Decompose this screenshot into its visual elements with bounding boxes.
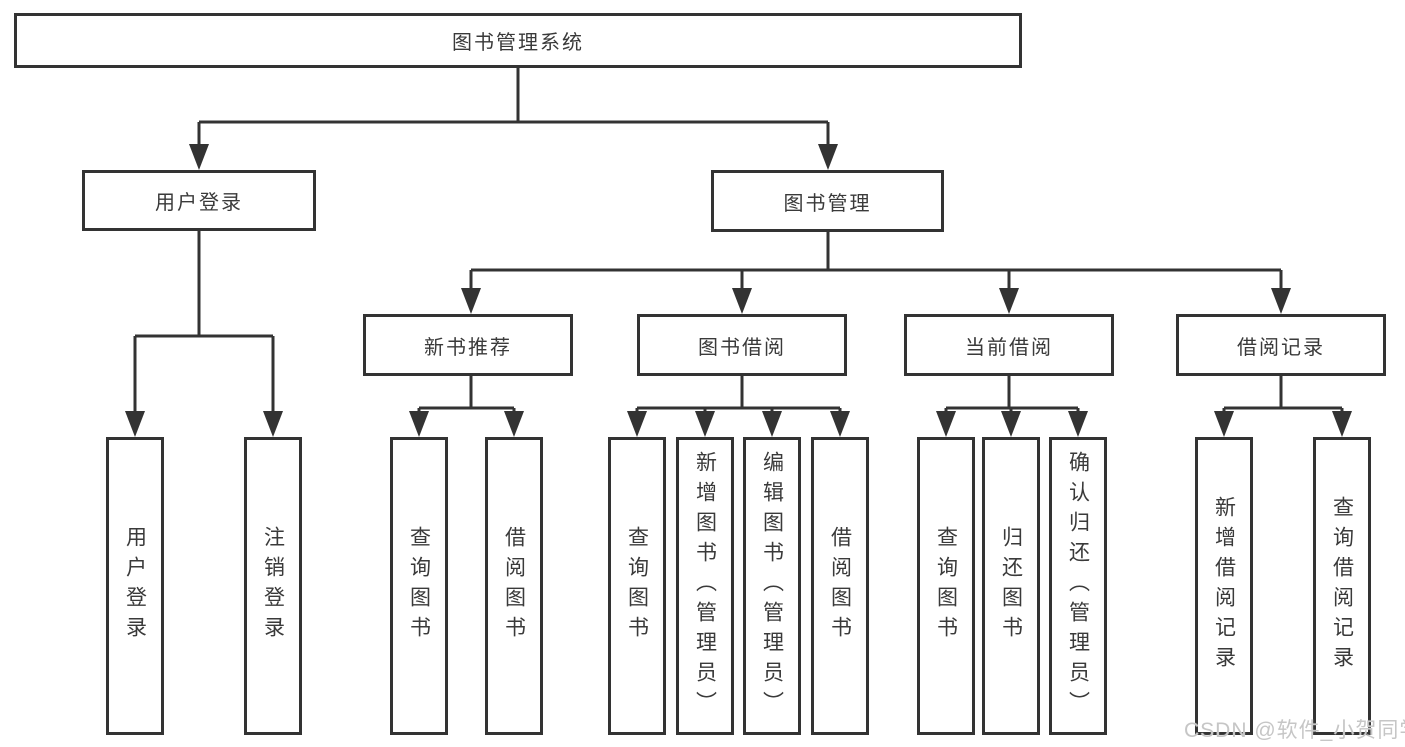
node-label: 借阅图书 [828,526,852,646]
node-new-book-recommend: 新书推荐 [363,314,573,376]
node-label: 图书管理系统 [452,32,584,54]
node-leaf-confirm-return-admin: 确认归还（管理员） [1049,437,1107,735]
connector-current-borrow-children [936,376,1088,437]
node-label: 归还图书 [999,526,1023,646]
node-label: 编辑图书（管理员） [760,451,784,721]
connector-user-login-children [125,231,283,437]
node-leaf-logout: 注销登录 [244,437,302,735]
node-leaf-return-books: 归还图书 [982,437,1040,735]
node-label: 新书推荐 [424,336,512,359]
node-leaf-edit-books-admin: 编辑图书（管理员） [743,437,801,735]
node-user-login: 用户登录 [82,170,316,231]
node-label: 当前借阅 [965,336,1053,359]
node-book-management: 图书管理 [711,170,944,232]
connector-borrow-records-children [1214,376,1352,437]
node-leaf-query-books-recommend: 查询图书 [390,437,448,735]
node-label: 借阅记录 [1237,336,1325,359]
node-leaf-query-books-borrow: 查询图书 [608,437,666,735]
node-label: 确认归还（管理员） [1066,451,1090,721]
node-label: 查询图书 [407,526,431,646]
node-label: 新增图书（管理员） [693,451,717,721]
connector-book-borrow-children [627,376,850,437]
connector-new-book-recommend-children [409,376,524,437]
node-label: 查询图书 [934,526,958,646]
node-leaf-add-borrow-record: 新增借阅记录 [1195,437,1253,735]
node-label: 图书管理 [783,192,872,215]
node-label: 用户登录 [155,192,243,214]
connector-root-to-level1 [189,68,838,170]
node-label: 查询借阅记录 [1330,496,1354,676]
node-current-borrow: 当前借阅 [904,314,1114,376]
node-label: 图书借阅 [698,336,786,359]
node-root: 图书管理系统 [14,13,1022,68]
node-label: 用户登录 [123,526,147,646]
node-leaf-query-borrow-record: 查询借阅记录 [1313,437,1371,735]
node-book-borrow: 图书借阅 [637,314,847,376]
node-leaf-borrow-books: 借阅图书 [811,437,869,735]
connector-book-mgmt-to-groups [461,232,1291,314]
node-leaf-add-books-admin: 新增图书（管理员） [676,437,734,735]
node-label: 新增借阅记录 [1212,496,1236,676]
node-label: 借阅图书 [502,526,526,646]
node-leaf-query-books-current: 查询图书 [917,437,975,735]
node-leaf-user-login: 用户登录 [106,437,164,735]
node-leaf-borrow-books-recommend: 借阅图书 [485,437,543,735]
node-label: 注销登录 [261,526,285,646]
node-borrow-records: 借阅记录 [1176,314,1386,376]
node-label: 查询图书 [625,526,649,646]
watermark: CSDN @软件_小贺同学 [1184,719,1405,742]
